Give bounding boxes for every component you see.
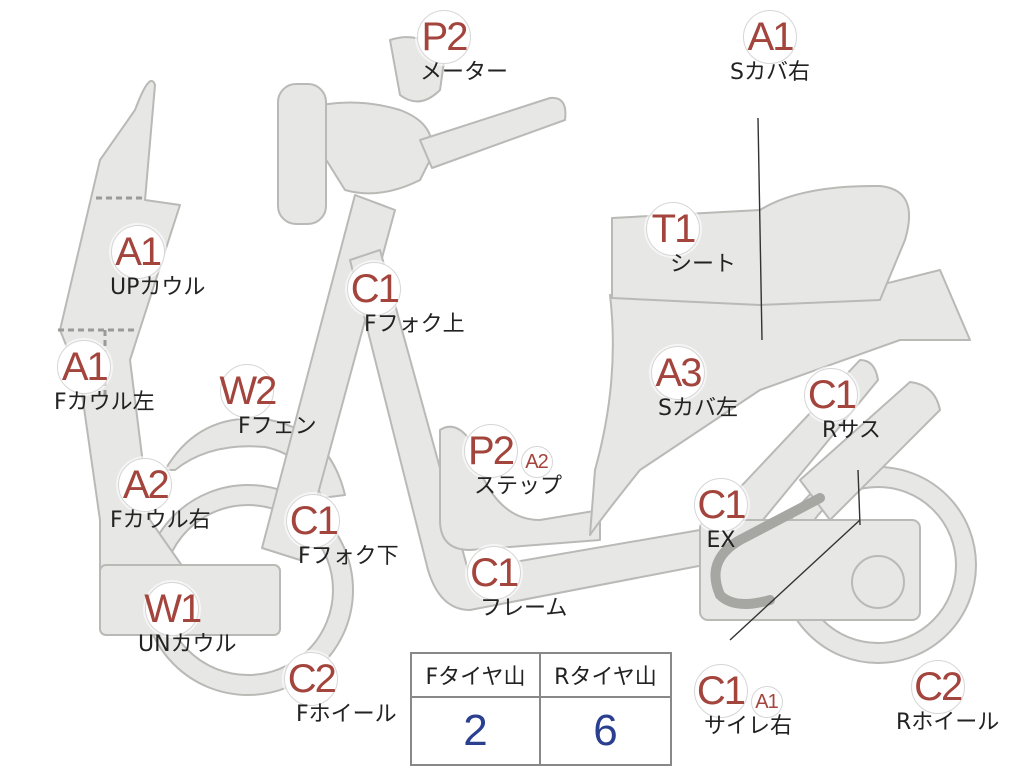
- damage-code-badge: C1: [693, 664, 748, 718]
- tire-tread-table: Fタイヤ山 Rタイヤ山 2 6: [410, 652, 672, 766]
- marker-meter[interactable]: P2 メーター: [380, 10, 508, 86]
- leader-s-cover-right: [757, 117, 763, 341]
- step-shape: [439, 425, 601, 551]
- damage-code-badge: C1: [286, 494, 341, 548]
- part-label: Fフォク上: [364, 312, 465, 337]
- marker-s-cover-right[interactable]: A1 Sカバ右: [730, 10, 810, 86]
- side-cover-shape: [589, 269, 971, 536]
- part-label: EX: [706, 528, 736, 553]
- marker-f-cowl-left[interactable]: A1 Fカウル左: [14, 340, 155, 416]
- damage-code-badge: C2: [284, 652, 339, 706]
- secondary-code-badge: A1: [750, 686, 783, 718]
- part-label: シート: [670, 252, 737, 277]
- marker-r-wheel[interactable]: C2 Rホイール: [876, 660, 999, 736]
- secondary-code-badge: A2: [520, 446, 553, 478]
- part-label: Fホイール: [296, 702, 397, 727]
- marker-f-cowl-right[interactable]: A2 Fカウル右: [80, 458, 211, 534]
- marker-s-cover-left[interactable]: A3 Sカバ左: [618, 346, 738, 422]
- marker-seat[interactable]: T1 シート: [610, 202, 736, 278]
- damage-code-badge: W1: [144, 582, 202, 636]
- part-label: Fフォク下: [298, 544, 399, 569]
- part-label: Fカウル左: [54, 390, 155, 415]
- marker-f-fork-upper[interactable]: C1 Fフォク上: [284, 262, 465, 338]
- damage-code-badge: P2: [417, 10, 471, 64]
- hub-shape: [851, 555, 905, 609]
- marker-f-fender[interactable]: W2 Fフェン: [178, 364, 317, 440]
- part-label: サイレ右: [704, 714, 793, 739]
- marker-un-cowl[interactable]: W1 UNカウル: [108, 582, 237, 658]
- rear-suspension-shape: [799, 381, 941, 521]
- front-tire-value: 2: [412, 698, 541, 764]
- damage-code-badge: T1: [646, 202, 700, 256]
- exhaust-pipe-shape: [710, 493, 825, 609]
- marker-frame[interactable]: C1 フレーム: [420, 546, 567, 622]
- front-cowl-shape: [59, 79, 186, 571]
- leader-silencer: [729, 519, 861, 641]
- part-label: Sカバ左: [658, 396, 738, 421]
- damage-code-badge: A1: [110, 225, 165, 279]
- headlight-shape: [277, 83, 327, 225]
- part-label: UPカウル: [110, 275, 206, 300]
- leader-r-suspension: [857, 469, 861, 526]
- marker-step[interactable]: P2 A2 ステップ: [454, 424, 562, 500]
- marker-exhaust[interactable]: C1 EX: [694, 478, 748, 554]
- part-label: Rホイール: [896, 710, 1000, 735]
- part-label: Sカバ右: [730, 60, 810, 85]
- marker-silencer-right[interactable]: C1 A1 サイレ右: [684, 664, 792, 740]
- part-label: メーター: [420, 60, 509, 85]
- part-label: ステップ: [474, 474, 563, 499]
- part-label: UNカウル: [138, 632, 237, 657]
- damage-code-badge: A2: [118, 458, 173, 512]
- part-label: Fフェン: [238, 414, 317, 439]
- damage-code-badge: A1: [742, 10, 797, 64]
- damage-code-badge: C1: [804, 368, 859, 422]
- marker-f-wheel[interactable]: C2 Fホイール: [226, 652, 397, 728]
- damage-code-badge: C2: [910, 660, 965, 714]
- damage-code-badge: W2: [219, 364, 277, 418]
- damage-code-badge: A3: [650, 346, 705, 400]
- damage-code-badge: C1: [694, 478, 748, 532]
- damage-code-badge: P2: [463, 424, 518, 478]
- marker-up-cowl[interactable]: A1 UPカウル: [70, 225, 205, 301]
- part-label: Fカウル右: [110, 508, 211, 533]
- front-tire-header: Fタイヤ山: [412, 654, 541, 698]
- part-label: Rサス: [822, 418, 881, 443]
- rear-tire-header: Rタイヤ山: [541, 654, 670, 698]
- part-label: フレーム: [480, 596, 568, 621]
- handlebar-shape: [299, 101, 433, 195]
- marker-r-suspension[interactable]: C1 Rサス: [782, 368, 881, 444]
- handle-grip-shape: [419, 96, 567, 169]
- damage-code-badge: A1: [57, 340, 112, 394]
- damage-code-badge: C1: [347, 262, 402, 316]
- rear-tire-value: 6: [593, 706, 618, 755]
- damage-code-badge: C1: [466, 546, 521, 600]
- marker-f-fork-lower[interactable]: C1 Fフォク下: [228, 494, 399, 570]
